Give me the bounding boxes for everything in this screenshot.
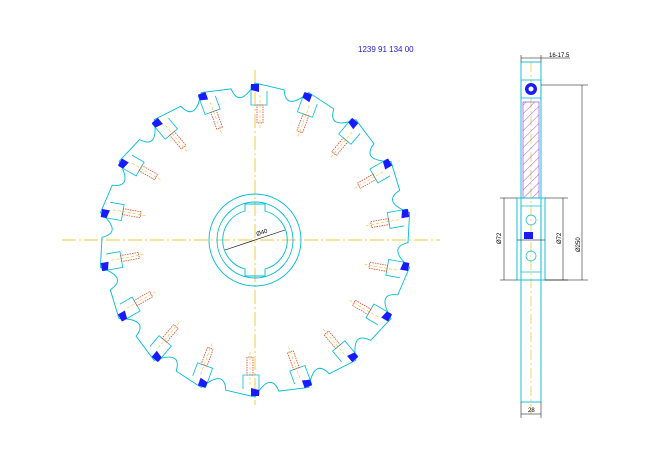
clamp-screw [121, 208, 142, 219]
cutting-insert [381, 311, 393, 322]
outer-diameter-label: Ø250 [576, 237, 582, 252]
tooth [149, 322, 180, 363]
part-number: 1239 91 134 00 [358, 45, 414, 54]
tooth [286, 346, 313, 388]
tooth [364, 259, 410, 279]
clamp-screw [169, 130, 187, 150]
clamp-screw [323, 330, 341, 350]
cutting-insert [151, 350, 162, 363]
tooth [242, 352, 260, 396]
side-insert [524, 232, 533, 239]
tooth [117, 291, 156, 322]
cutting-insert [197, 92, 209, 101]
cutting-insert [348, 117, 359, 130]
cutting-insert [100, 261, 109, 272]
tooth [354, 158, 393, 189]
clamp-screw [138, 165, 159, 181]
bottom-width-label: 28 [528, 408, 535, 414]
clamp-screw [351, 299, 372, 315]
front-view: Ø40 [62, 70, 440, 405]
tooth [330, 117, 361, 158]
clamp-screw [200, 346, 214, 367]
mid-diameter-label: Ø72 [557, 232, 563, 244]
tooth [192, 343, 214, 388]
clamp-screw [120, 251, 140, 262]
tooth [366, 208, 410, 229]
clamp-screw [210, 109, 224, 130]
tooth [322, 328, 359, 363]
cutting-insert [197, 377, 208, 388]
top-insert-pocket [520, 79, 542, 99]
clamp-screw [356, 173, 377, 189]
clamp-screw [368, 261, 389, 272]
bore-with-keyway [222, 203, 288, 277]
cutting-insert [400, 262, 410, 272]
cutter-body-outline [99, 82, 411, 398]
tooth [197, 92, 224, 134]
clamp-screw [370, 218, 390, 229]
cutting-insert [382, 158, 393, 170]
cutting-insert [251, 84, 259, 92]
tooth [296, 92, 318, 137]
clamp-screw [331, 137, 349, 157]
tooth [349, 299, 393, 326]
hatched-section [522, 101, 540, 199]
cutting-insert [117, 310, 128, 322]
width-range-label: 16-17.5 [549, 53, 570, 59]
side-view: 16-17.5 Ø72 Ø72 Ø250 28 [497, 53, 588, 418]
hub-block [516, 197, 546, 281]
hub-recess-circle [216, 201, 294, 279]
tooth [100, 201, 146, 221]
cutting-insert [401, 208, 410, 219]
left-diameter-label: Ø72 [497, 232, 503, 244]
bore-diameter-label: Ø40 [256, 228, 269, 237]
tooth [250, 84, 268, 128]
bore-dimension-line [224, 229, 286, 251]
cutting-insert [301, 379, 313, 388]
cutting-insert [100, 208, 110, 218]
cutting-insert [117, 158, 129, 169]
cutting-insert [302, 92, 313, 103]
tooth [100, 251, 144, 272]
tooth [117, 154, 161, 181]
clamp-screw [286, 350, 300, 371]
clamp-screw [133, 291, 154, 307]
clamp-screw [296, 113, 310, 134]
tooth [151, 117, 188, 152]
hub-outer-circle [208, 193, 302, 287]
cutting-insert [347, 352, 359, 363]
cutter-teeth [99, 82, 411, 398]
clamp-screw [161, 323, 179, 343]
cutting-insert [151, 117, 163, 128]
cutting-insert [251, 388, 259, 396]
